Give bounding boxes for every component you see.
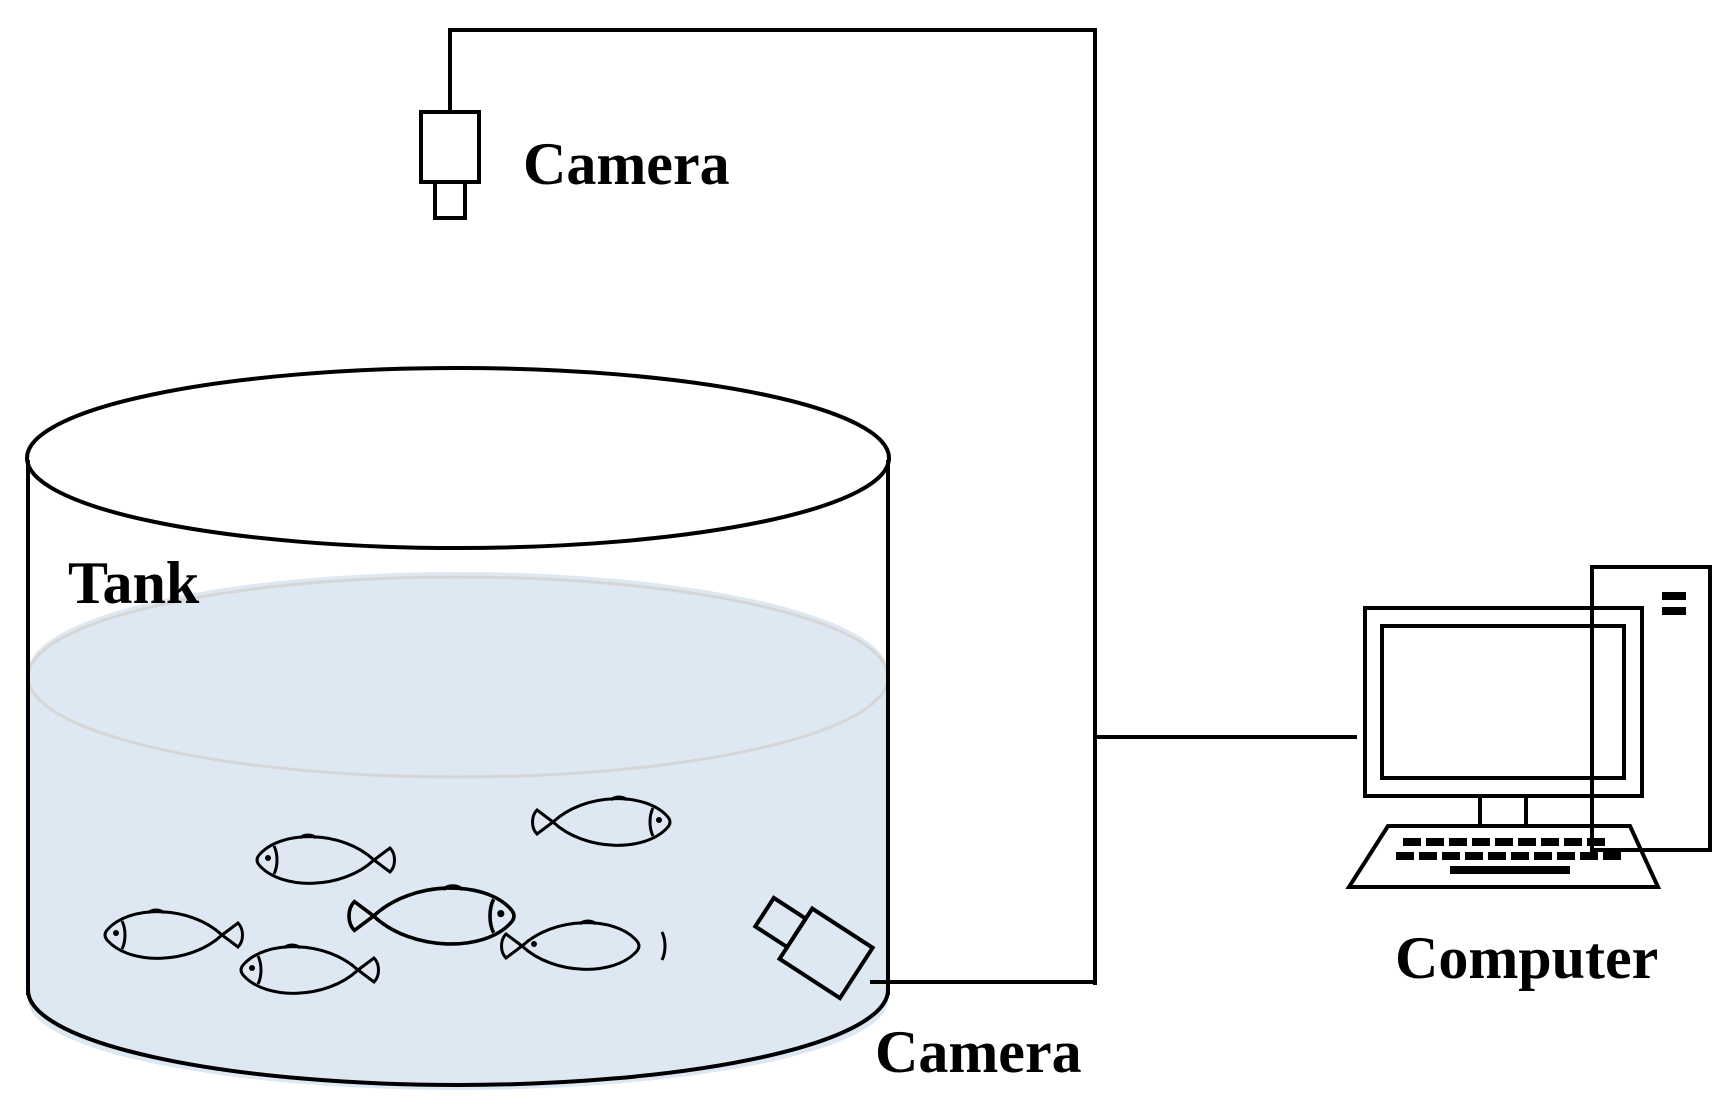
keyboard-keys xyxy=(1396,838,1621,874)
top-camera-label: Camera xyxy=(523,131,730,197)
computer: Computer xyxy=(1345,565,1712,991)
tank xyxy=(25,366,891,1090)
keyboard xyxy=(1345,824,1662,889)
fish-icon xyxy=(239,943,380,995)
fish-icon xyxy=(103,908,244,960)
tank-top-rim xyxy=(25,366,891,550)
fish-icon xyxy=(531,795,672,847)
monitor-screen xyxy=(1380,624,1626,780)
side-camera-label: Camera xyxy=(875,1019,1082,1085)
camera-icon xyxy=(419,110,481,220)
side-camera xyxy=(752,895,876,1001)
cabling xyxy=(448,28,1357,985)
tank-label: Tank xyxy=(68,550,200,616)
fish-icon xyxy=(347,884,516,946)
computer-tower xyxy=(1590,565,1712,852)
fish-icon xyxy=(255,833,396,885)
fish-icon xyxy=(500,919,667,971)
desktop-computer-icon xyxy=(1345,565,1712,889)
computer-label: Computer xyxy=(1395,925,1658,991)
fish-group xyxy=(103,795,672,995)
camera-icon xyxy=(752,895,876,1001)
top-camera-cable xyxy=(448,28,1097,985)
monitor-frame xyxy=(1363,606,1644,798)
tank-bottom xyxy=(26,989,890,1087)
top-camera: Camera xyxy=(419,110,730,220)
